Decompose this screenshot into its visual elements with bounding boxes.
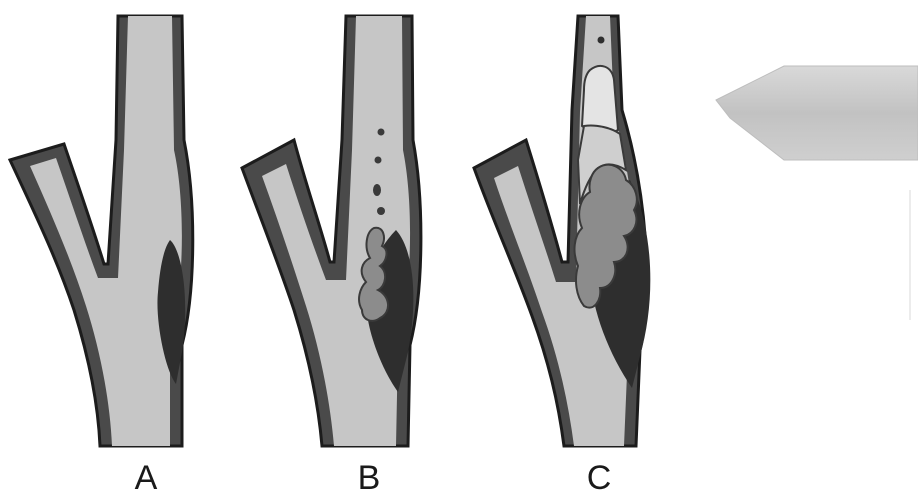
pointer-arrow-shape: [716, 66, 918, 160]
panel-c: [474, 16, 650, 446]
panel-a-label: A: [135, 459, 158, 497]
panel-b: [242, 16, 421, 446]
panel-a: [10, 16, 193, 446]
panel-c-embolus: [598, 37, 605, 44]
panel-c-clot-column: [582, 66, 618, 133]
panel-b-label: B: [358, 459, 381, 497]
panel-a-vessel: [10, 16, 193, 446]
panel-c-label: C: [587, 459, 612, 497]
